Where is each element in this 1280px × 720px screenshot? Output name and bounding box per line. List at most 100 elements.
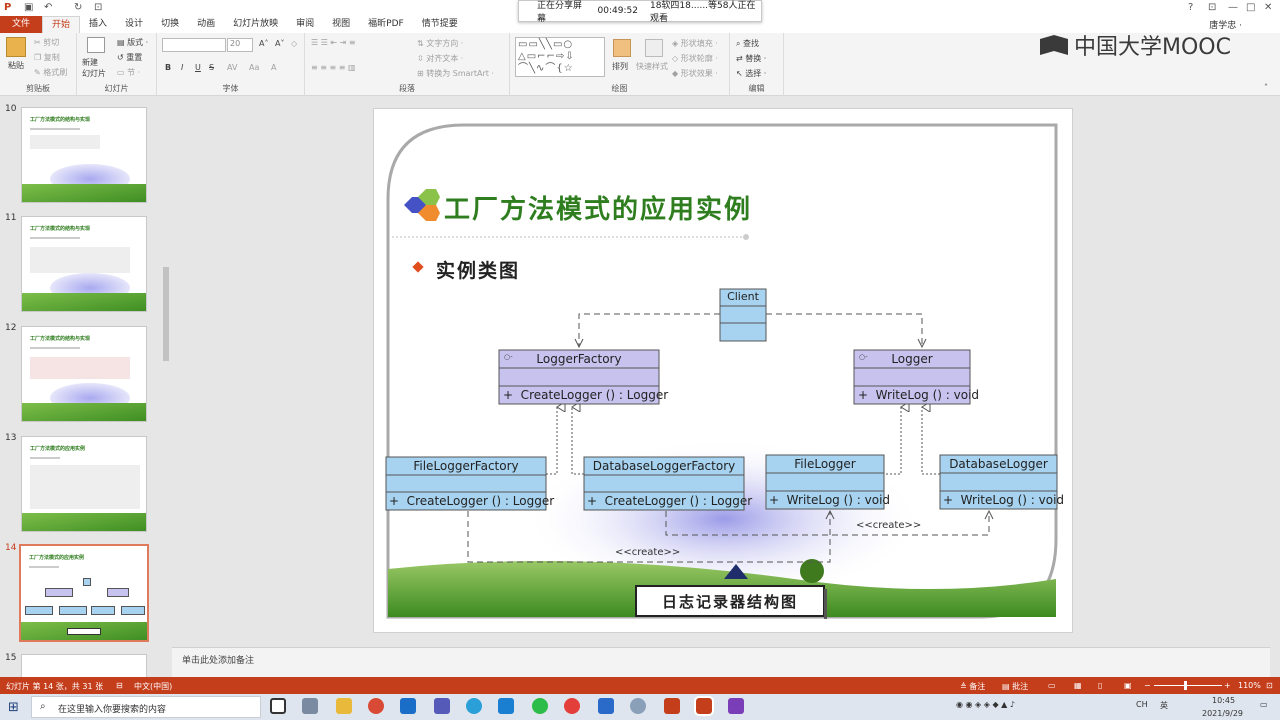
- tab-insert[interactable]: 插入: [89, 19, 108, 29]
- tencent-meeting-icon[interactable]: [498, 698, 514, 714]
- spellcheck-icon[interactable]: ⊟: [116, 681, 123, 690]
- change-case-icon[interactable]: Aa: [249, 63, 260, 72]
- zoom-in-button[interactable]: +: [1224, 681, 1231, 690]
- fit-slide-icon[interactable]: ⊡: [1266, 681, 1273, 690]
- tab-storyboard[interactable]: 情节提要: [421, 19, 458, 29]
- help-icon[interactable]: ?: [1188, 2, 1194, 13]
- notes-button[interactable]: ≜ 备注: [960, 682, 986, 691]
- undo-icon[interactable]: ↶: [44, 2, 53, 13]
- tab-design[interactable]: 设计: [125, 19, 144, 29]
- underline-button[interactable]: U: [195, 63, 201, 72]
- cortana-icon[interactable]: [270, 698, 286, 714]
- collapse-ribbon-icon[interactable]: ˄: [1264, 83, 1268, 92]
- shape-fill-button[interactable]: ◈ 形状填充 ·: [672, 39, 718, 48]
- bullets-icon[interactable]: ☰ ☰ ⇤ ⇥ ≡: [311, 38, 356, 47]
- netease-icon[interactable]: [564, 698, 580, 714]
- thumbnail-scrollbar[interactable]: [161, 97, 170, 677]
- quick-styles-button[interactable]: 快速样式: [636, 62, 668, 71]
- slide-thumbnail[interactable]: 工厂方法模式的应用实例: [21, 436, 147, 532]
- wechat-icon[interactable]: [532, 698, 548, 714]
- layout-button[interactable]: ▤ 版式 ·: [117, 38, 149, 47]
- redo-icon[interactable]: ↻: [74, 2, 83, 13]
- clock-time[interactable]: 10:45: [1212, 696, 1236, 705]
- align-text-button[interactable]: ⇳ 对齐文本 ·: [417, 54, 464, 63]
- font-color-icon[interactable]: A: [271, 63, 277, 72]
- slide-thumbnail-selected[interactable]: 工厂方法模式的应用实例: [19, 544, 149, 642]
- slide-thumbnail[interactable]: 工厂方法模式的结构与实现: [21, 216, 147, 312]
- tray-icons[interactable]: ◉ ◉ ◈ ◈ ◆ ▲ ♪: [956, 700, 1015, 709]
- char-spacing-icon[interactable]: AV: [227, 63, 238, 72]
- cut-button[interactable]: ✂ 剪切: [34, 38, 60, 47]
- save-icon[interactable]: ▣: [24, 2, 34, 13]
- paste-icon[interactable]: [6, 37, 26, 57]
- media-app-icon[interactable]: [598, 698, 614, 714]
- shape-effects-button[interactable]: ◆ 形状效果 ·: [672, 69, 718, 78]
- bold-button[interactable]: B: [165, 63, 172, 72]
- zoom-out-button[interactable]: −: [1144, 681, 1151, 690]
- new-slide-button[interactable]: 新建 幻灯片: [82, 58, 106, 78]
- editor-scrollbar[interactable]: [1270, 97, 1280, 677]
- convert-smartart-button[interactable]: ⊞ 转换为 SmartArt ·: [417, 69, 494, 78]
- strikethrough-button[interactable]: S: [209, 63, 215, 72]
- slide-canvas[interactable]: ○- ○- 工厂方法模式的应用实例 实例类图 Client LoggerFact…: [373, 108, 1073, 633]
- task-view-icon[interactable]: [302, 698, 318, 714]
- language-status[interactable]: 中文(中国): [134, 682, 173, 691]
- tab-transitions[interactable]: 切换: [161, 19, 180, 29]
- slide-sorter-icon[interactable]: ▦: [1074, 681, 1082, 690]
- slideshow-icon[interactable]: ▣: [1124, 681, 1132, 690]
- tab-animations[interactable]: 动画: [197, 19, 216, 29]
- app-icon[interactable]: [630, 698, 646, 714]
- copy-button[interactable]: ❐ 复制: [34, 53, 60, 62]
- tab-view[interactable]: 视图: [332, 19, 351, 29]
- reset-button[interactable]: ↺ 重置: [117, 53, 143, 62]
- restore-icon[interactable]: □: [1246, 2, 1256, 13]
- slide-thumbnail[interactable]: 工厂方法模式的结构与实现: [21, 326, 147, 422]
- red-app-icon[interactable]: [664, 698, 680, 714]
- new-slide-icon[interactable]: [87, 37, 105, 53]
- grow-font-icon[interactable]: A˄: [259, 39, 269, 48]
- normal-view-icon[interactable]: ▭: [1048, 681, 1056, 690]
- italic-button[interactable]: I: [181, 63, 184, 72]
- tab-home[interactable]: 开始: [42, 15, 81, 34]
- chrome-icon[interactable]: [368, 698, 384, 714]
- clock-date[interactable]: 2021/9/29: [1202, 709, 1244, 718]
- zoom-level[interactable]: 110%: [1238, 681, 1261, 690]
- shapes-gallery[interactable]: ▭▭╲╲▭○△▭⌐⌐⇨⇩⌒╲∿⌒{☆: [515, 37, 605, 77]
- ribbon-display-icon[interactable]: ⊡: [1208, 2, 1217, 13]
- section-button[interactable]: ▭ 节 ·: [117, 68, 141, 77]
- notes-pane[interactable]: 单击此处添加备注: [172, 647, 1270, 677]
- replace-button[interactable]: ⇄ 替换 ·: [736, 54, 767, 63]
- teams-icon[interactable]: [434, 698, 450, 714]
- tab-file[interactable]: 文件: [0, 16, 43, 33]
- windows-start-icon[interactable]: ⊞: [8, 700, 19, 715]
- tab-review[interactable]: 审阅: [296, 19, 315, 29]
- tab-slideshow[interactable]: 幻灯片放映: [233, 19, 279, 29]
- user-name[interactable]: 唐学忠 ·: [1209, 21, 1242, 31]
- clear-format-icon[interactable]: ◇: [291, 39, 298, 48]
- reading-view-icon[interactable]: ▯: [1098, 681, 1103, 690]
- format-painter-button[interactable]: ✎ 格式刷: [34, 68, 68, 77]
- shape-outline-button[interactable]: ◇ 形状轮廓 ·: [672, 54, 718, 63]
- edge-icon[interactable]: [466, 698, 482, 714]
- zoom-slider-thumb[interactable]: [1184, 681, 1187, 690]
- arrange-button[interactable]: 排列: [612, 62, 628, 71]
- quick-styles-icon[interactable]: [645, 39, 663, 57]
- font-name-select[interactable]: [162, 38, 226, 52]
- slide-thumbnail[interactable]: 工厂方法模式的结构与实现: [21, 107, 147, 203]
- zoom-slider[interactable]: [1154, 685, 1222, 686]
- find-button[interactable]: ⌕ 查找: [736, 39, 760, 48]
- visual-studio-icon[interactable]: [728, 698, 744, 714]
- ime-mode[interactable]: CH: [1136, 700, 1148, 709]
- taskbar-search[interactable]: ⌕ 在这里输入你要搜索的内容: [31, 696, 261, 718]
- minimize-icon[interactable]: —: [1228, 2, 1238, 13]
- text-direction-button[interactable]: ⇅ 文字方向 ·: [417, 39, 464, 48]
- start-from-beginning-icon[interactable]: ⊡: [94, 2, 103, 13]
- arrange-icon[interactable]: [613, 39, 631, 57]
- font-size-select[interactable]: 20: [227, 38, 253, 52]
- comments-button[interactable]: ▤ 批注: [1002, 682, 1029, 691]
- tab-foxit-pdf[interactable]: 福昕PDF: [368, 19, 404, 29]
- ime-language[interactable]: 英: [1160, 701, 1168, 710]
- notification-icon[interactable]: ▭: [1260, 700, 1268, 709]
- align-icons[interactable]: ≡ ≡ ≡ ≡ ▥: [311, 63, 356, 72]
- slide-thumbnail[interactable]: [21, 654, 147, 677]
